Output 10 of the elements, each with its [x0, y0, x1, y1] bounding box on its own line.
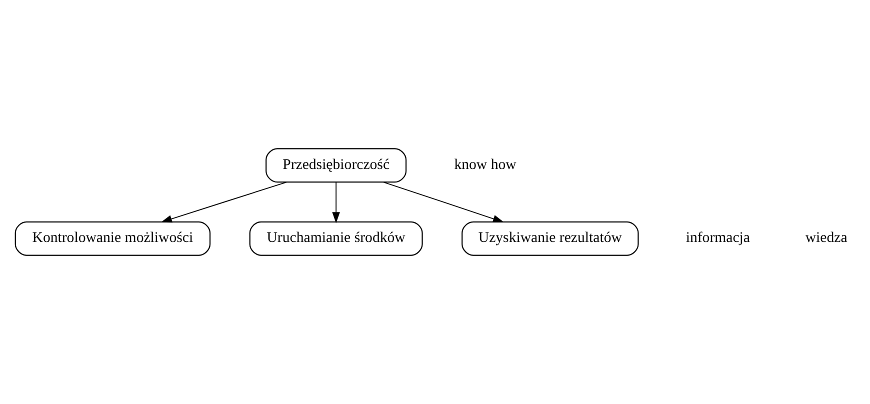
label: informacja [686, 230, 750, 246]
label: know how [454, 156, 516, 173]
node-box: Przedsiębiorczość [266, 148, 407, 183]
label: wiedza [805, 230, 848, 246]
arrow [383, 182, 504, 223]
node-box: Uzyskiwanie rezultatów [462, 221, 639, 256]
node-box: Uruchamianie środków [249, 221, 423, 256]
arrow [160, 182, 287, 223]
node-box: Kontrolowanie możliwości [14, 221, 211, 256]
arrow [332, 182, 340, 224]
